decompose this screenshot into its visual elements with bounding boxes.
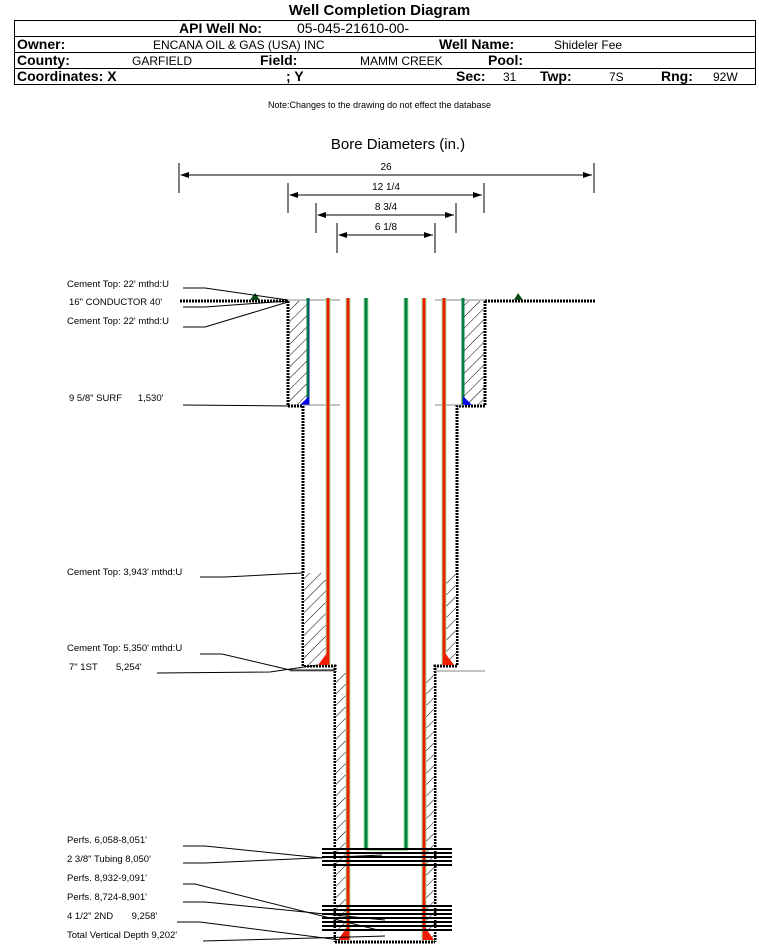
leader-cement-top-1 [183,287,289,301]
annotation-surface-casing: 9 5/8" SURF 1,530' [69,393,164,404]
header-row-county: County: GARFIELD Field: MAMM CREEK Pool: [15,53,755,69]
sec-label: Sec: [456,68,486,84]
surface-cement-left [304,573,327,665]
annotation-labels: Cement Top: 22' mthd:U 16" CONDUCTOR 40'… [67,279,182,941]
annotation-first-casing: 7" 1ST 5,254' [69,662,142,673]
leader-perfs-1 [183,845,323,859]
bore-diameter-12-1-4: 12 1/4 [287,182,485,213]
conductor-shoe-right [463,396,472,405]
leader-second-casing [177,921,341,941]
sec-value: 31 [503,70,517,84]
bore-diameter-8-3-4: 8 3/4 [315,202,457,233]
conductor-cement-left [289,301,308,405]
leader-surface-casing [182,404,289,407]
twp-label: Twp: [540,68,572,84]
owner-label: Owner: [17,36,66,52]
well-header-table: API Well No: 05-045-21610-00- Owner: ENC… [14,20,756,85]
bore-diameters-title: Bore Diameters (in.) [331,136,465,153]
field-value: MAMM CREEK [360,54,443,68]
conductor-cement-right [464,301,484,405]
leader-cement-top-2 [183,301,289,328]
annotation-second-casing: 4 1/2" 2ND 9,258' [67,911,157,922]
bore-diameter-6-1-8: 6 1/8 [336,222,436,253]
diagram-title: Well Completion Diagram [288,2,471,19]
header-row-owner: Owner: ENCANA OIL & GAS (USA) INC Well N… [15,37,755,53]
coords-y-label: ; Y [286,68,304,84]
bore-diameter-label: 6 1/8 [375,222,398,233]
annotation-cement-top-2: Cement Top: 22' mthd:U [67,316,169,327]
surface-cement-right [445,573,456,665]
database-note: Note:Changes to the drawing do not effec… [268,100,491,110]
production-cement-left [336,672,347,940]
bore-diameter-label: 12 1/4 [372,182,400,193]
annotation-perfs-1: Perfs. 6,058-8,051' [67,835,147,846]
annotation-cement-top-3: Cement Top: 3,943' mthd:U [67,567,182,578]
twp-value: 7S [609,70,624,84]
perforation-bands [322,848,452,931]
county-value: GARFIELD [132,54,193,68]
rng-value: 92W [713,70,738,84]
pool-label: Pool: [488,52,523,68]
conductor-hole-wall-right [433,301,487,942]
annotation-perfs-2: Perfs. 8,932-9,091' [67,873,147,884]
header-row-coords: Coordinates: X ; Y Sec: 31 Twp: 7S Rng: … [15,68,755,85]
leader-conductor [183,300,289,308]
leader-perfs-3 [183,901,386,921]
annotation-perfs-3: Perfs. 8,724-8,901' [67,892,147,903]
ground-surface [180,299,595,303]
bore-diameter-label: 8 3/4 [375,202,398,213]
annotation-tubing: 2 3/8" Tubing 8,050' [67,854,151,865]
leader-tubing [183,854,383,864]
leader-lines [156,287,386,942]
leader-tvd [202,935,386,942]
field-label: Field: [260,52,298,68]
coords-x-label: Coordinates: X [17,68,117,84]
api-value: 05-045-21610-00- [297,20,410,36]
annotation-conductor: 16" CONDUCTOR 40' [69,297,162,308]
api-label: API Well No: [179,20,262,36]
leader-perfs-2 [183,883,383,932]
surface-shoe-left [318,653,327,665]
well-name-label: Well Name: [439,36,515,52]
conductor-hole-wall-left [286,301,337,942]
perforation-band-lower [322,905,452,931]
annotation-cement-top-1: Cement Top: 22' mthd:U [67,279,169,290]
production-cement-right [425,672,434,940]
annotation-tvd: Total Vertical Depth 9,202' [67,930,177,941]
cement-top-marker-left [250,293,260,300]
surface-shoe-right [445,653,454,665]
leader-cement-top-3 [200,572,303,578]
well-name-value: Shideler Fee [554,38,623,52]
leader-cement-top-4 [200,653,335,671]
cement-top-marker-right [514,293,523,300]
header-row-api: API Well No: 05-045-21610-00- [15,21,755,37]
rng-label: Rng: [661,68,693,84]
annotation-cement-top-4: Cement Top: 5,350' mthd:U [67,643,182,654]
owner-value: ENCANA OIL & GAS (USA) INC [153,38,325,52]
conductor-shoe-left [300,396,309,405]
bore-diameter-label: 26 [380,162,392,173]
county-label: County: [17,52,70,68]
bore-diameter-26: 26 [178,162,595,193]
leader-first-casing [156,664,319,674]
